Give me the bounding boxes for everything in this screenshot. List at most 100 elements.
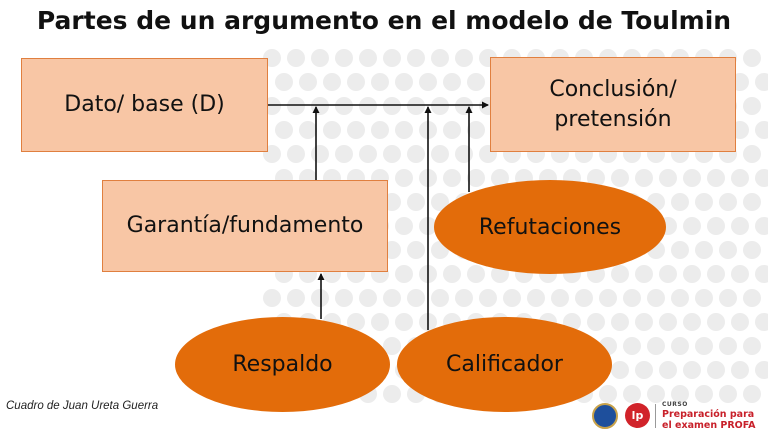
- watermark-dot: [407, 49, 425, 67]
- watermark-dot: [359, 49, 377, 67]
- node-calificador: Calificador: [397, 317, 612, 412]
- watermark-dot: [611, 313, 629, 331]
- watermark-dot: [743, 337, 761, 355]
- watermark-dot: [719, 289, 737, 307]
- watermark-dot: [635, 169, 653, 187]
- watermark-dot: [707, 217, 725, 235]
- watermark-dot: [755, 313, 768, 331]
- watermark-dot: [311, 49, 329, 67]
- node-garantia-label: Garantía/fundamento: [126, 213, 364, 239]
- watermark-dot: [467, 169, 485, 187]
- watermark-dot: [443, 121, 461, 139]
- watermark-dot: [359, 145, 377, 163]
- watermark-dot: [755, 169, 768, 187]
- watermark-dot: [359, 97, 377, 115]
- watermark-dot: [407, 193, 425, 211]
- watermark-dot: [647, 337, 665, 355]
- watermark-dot: [335, 289, 353, 307]
- watermark-dot: [299, 121, 317, 139]
- watermark-dot: [311, 289, 329, 307]
- watermark-dot: [335, 97, 353, 115]
- watermark-dot: [731, 313, 749, 331]
- watermark-dot: [731, 217, 749, 235]
- watermark-dot: [371, 121, 389, 139]
- watermark-dot: [683, 265, 701, 283]
- watermark-dot: [695, 337, 713, 355]
- watermark-dot: [635, 313, 653, 331]
- watermark-dot: [347, 73, 365, 91]
- watermark-dot: [503, 289, 521, 307]
- watermark-dot: [731, 169, 749, 187]
- watermark-dot: [659, 169, 677, 187]
- watermark-dot: [743, 289, 761, 307]
- watermark-dot: [479, 289, 497, 307]
- watermark-dot: [755, 121, 768, 139]
- watermark-dot: [419, 169, 437, 187]
- watermark-dot: [455, 145, 473, 163]
- watermark-dot: [611, 169, 629, 187]
- watermark-dot: [395, 121, 413, 139]
- watermark-dot: [407, 241, 425, 259]
- watermark-dot: [431, 145, 449, 163]
- branding-divider: [655, 404, 656, 428]
- watermark-dot: [335, 145, 353, 163]
- course-title-line1: Preparación para: [662, 409, 755, 420]
- watermark-dot: [671, 337, 689, 355]
- watermark-dot: [755, 361, 768, 379]
- watermark-dot: [455, 289, 473, 307]
- watermark-dot: [647, 289, 665, 307]
- watermark-dot: [695, 289, 713, 307]
- watermark-dot: [467, 73, 485, 91]
- watermark-dot: [371, 73, 389, 91]
- watermark-dot: [431, 49, 449, 67]
- watermark-dot: [623, 289, 641, 307]
- watermark-dot: [431, 289, 449, 307]
- watermark-dot: [395, 73, 413, 91]
- watermark-dot: [443, 265, 461, 283]
- watermark-dot: [707, 313, 725, 331]
- watermark-dot: [707, 361, 725, 379]
- watermark-dot: [551, 289, 569, 307]
- watermark-dot: [623, 337, 641, 355]
- lp-logo-icon: lp: [625, 403, 650, 428]
- watermark-dot: [707, 265, 725, 283]
- watermark-dot: [467, 265, 485, 283]
- watermark-dot: [683, 169, 701, 187]
- watermark-dot: [287, 49, 305, 67]
- watermark-dot: [443, 73, 461, 91]
- watermark-dot: [527, 289, 545, 307]
- watermark-dot: [635, 361, 653, 379]
- watermark-dot: [719, 241, 737, 259]
- node-dato-label: Dato/ base (D): [64, 92, 225, 118]
- watermark-dot: [467, 121, 485, 139]
- watermark-dot: [635, 265, 653, 283]
- page-title: Partes de un argumento en el modelo de T…: [36, 6, 732, 35]
- watermark-dot: [311, 145, 329, 163]
- watermark-dot: [443, 169, 461, 187]
- node-garantia: Garantía/fundamento: [102, 180, 388, 272]
- watermark-dot: [659, 313, 677, 331]
- watermark-dot: [323, 121, 341, 139]
- node-respaldo: Respaldo: [175, 317, 390, 412]
- node-calificador-label: Calificador: [446, 352, 563, 377]
- author-credit: Cuadro de Juan Ureta Guerra: [6, 400, 159, 412]
- watermark-dot: [731, 265, 749, 283]
- watermark-dot: [347, 121, 365, 139]
- watermark-dot: [719, 193, 737, 211]
- branding-footer: lp CURSO Preparación para el examen PROF…: [590, 398, 768, 435]
- watermark-dot: [383, 145, 401, 163]
- node-conclusion: Conclusión/ pretensión: [490, 57, 736, 152]
- university-seal-icon: [592, 403, 618, 429]
- watermark-dot: [419, 121, 437, 139]
- watermark-dot: [683, 313, 701, 331]
- watermark-dot: [395, 169, 413, 187]
- node-refutaciones-label: Refutaciones: [478, 214, 622, 240]
- watermark-dot: [287, 97, 305, 115]
- watermark-dot: [407, 289, 425, 307]
- watermark-dot: [743, 241, 761, 259]
- node-refutaciones: Refutaciones: [434, 180, 666, 274]
- watermark-dot: [455, 97, 473, 115]
- watermark-dot: [323, 73, 341, 91]
- watermark-dot: [743, 97, 761, 115]
